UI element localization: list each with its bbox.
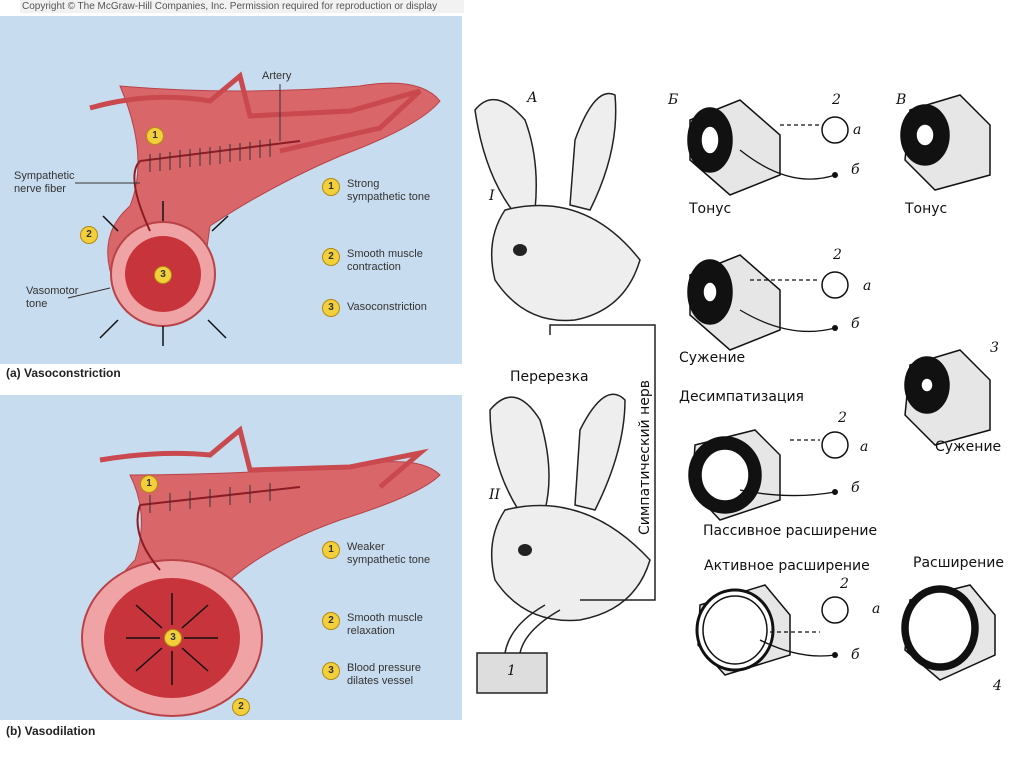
marker-2-tonus: 2: [832, 92, 841, 108]
marker-2-a: 2: [80, 226, 98, 244]
marker-2-active: 2: [840, 576, 849, 592]
label-roman-2: II: [489, 487, 501, 503]
legend-a-num-1: 1: [322, 178, 340, 196]
label-cut: Перерезка: [510, 369, 589, 385]
marker-1-b: 1: [140, 475, 158, 493]
vessel-tone-illustration: [687, 94, 996, 681]
copyright-note: Copyright © The McGraw-Hill Companies, I…: [20, 0, 464, 13]
label-tonus-b: Тонус: [689, 201, 732, 217]
marker-a-constriction: а: [863, 278, 872, 294]
label-sympathetic-nerve: Симпатический нерв: [637, 379, 653, 535]
marker-3: 3: [990, 340, 999, 356]
legend-a-text-3: Vasoconstriction: [347, 301, 427, 313]
caption-vasoconstriction: (a) Vasoconstriction: [6, 366, 121, 380]
rabbit-experiment-illustration: [474, 92, 656, 694]
legend-b-num-2: 2: [322, 612, 340, 630]
marker-b-tonus: б: [851, 162, 860, 178]
label-passive-dilation: Пассивное расширение: [703, 523, 878, 539]
marker-b-constriction: б: [851, 316, 860, 332]
sympathetic-nerve-fiber-label: Sympathetic nerve fiber: [14, 170, 75, 195]
marker-3-a: 3: [154, 266, 172, 284]
caption-vasodilation: (b) Vasodilation: [6, 724, 96, 738]
legend-b-text-2: Smooth muscle relaxation: [347, 612, 423, 637]
marker-a-active: а: [872, 601, 881, 617]
label-roman-1: I: [489, 188, 495, 204]
label-b-letter: Б: [668, 92, 679, 108]
label-dilation: Расширение: [913, 555, 1004, 571]
box-1-label: 1: [507, 663, 516, 679]
label-v-letter: В: [896, 92, 907, 108]
marker-3-b: 3: [164, 629, 182, 647]
vasomotor-tone-label: Vasomotor tone: [26, 285, 79, 310]
marker-2-passive: 2: [838, 410, 847, 426]
legend-b-num-1: 1: [322, 541, 340, 559]
label-constriction-3: Сужение: [935, 439, 1002, 455]
panel-a-vessel-illustration: [67, 71, 441, 346]
label-constriction: Сужение: [679, 350, 746, 366]
label-tonus-v: Тонус: [905, 201, 948, 217]
label-a: А: [527, 90, 538, 106]
artery-label: Artery: [262, 70, 292, 82]
legend-a-text-1: Strong sympathetic tone: [347, 178, 431, 203]
marker-1-a: 1: [146, 127, 164, 145]
legend-b-num-3: 3: [322, 662, 340, 680]
label-desympathization: Десимпатизация: [679, 389, 804, 405]
marker-4: 4: [993, 678, 1002, 694]
legend-a-text-2: Smooth muscle contraction: [347, 248, 423, 273]
legend-b-text-3: Blood pressure dilates vessel: [347, 662, 421, 687]
legend-a-num-2: 2: [322, 248, 340, 266]
marker-2-constriction: 2: [833, 247, 842, 263]
left-panel: Copyright © The McGraw-Hill Companies, I…: [0, 0, 464, 767]
marker-b-active: б: [851, 647, 860, 663]
legend-a-num-3: 3: [322, 299, 340, 317]
marker-a-tonus: а: [853, 122, 862, 138]
label-active-dilation: Активное расширение: [704, 558, 870, 574]
legend-b-text-1: Weaker sympathetic tone: [347, 541, 431, 566]
marker-a-passive: а: [860, 439, 869, 455]
marker-b-passive: б: [851, 480, 860, 496]
marker-2-b: 2: [232, 698, 250, 716]
